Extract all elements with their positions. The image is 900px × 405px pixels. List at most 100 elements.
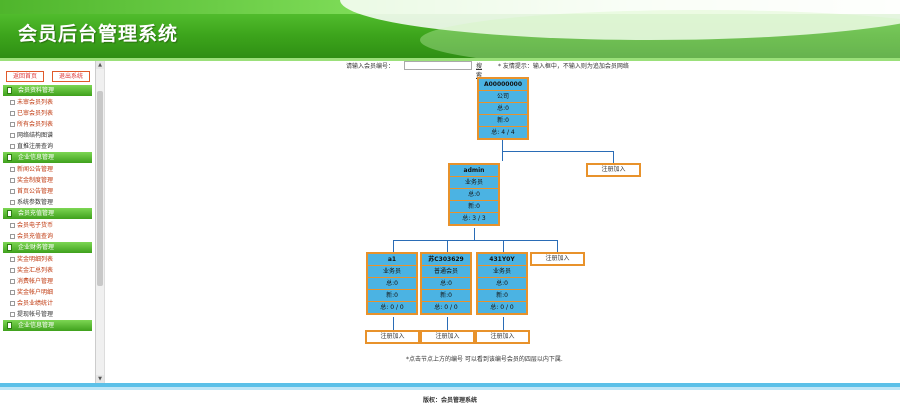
sidebar-group-label: 会员资料管理 xyxy=(18,87,55,94)
footer-bar-light xyxy=(0,387,900,390)
sidebar-top-buttons: 返回首页 退出系统 xyxy=(6,71,96,82)
exit-button[interactable]: 退出系统 xyxy=(52,71,90,82)
sidebar-group[interactable]: 会员充值管理 xyxy=(3,208,92,219)
tree-node-child[interactable]: a1 业务员 总:0 新:0 总: 0 / 0 xyxy=(366,252,418,315)
connector-line xyxy=(393,317,394,330)
bullet-icon xyxy=(10,268,15,273)
folder-icon xyxy=(7,244,12,251)
sidebar-scrollbar[interactable]: ▲ ▼ xyxy=(95,61,104,383)
search-button[interactable]: 搜索 xyxy=(476,63,483,79)
sidebar-item-label: 奖金汇总列表 xyxy=(17,267,54,274)
connector-line xyxy=(502,151,614,152)
search-label: 请输入会员编号： xyxy=(346,63,395,70)
node-sum: 总: 4 / 4 xyxy=(479,127,527,138)
sidebar-item-label: 奖金明细列表 xyxy=(17,256,54,263)
bullet-icon xyxy=(10,257,15,262)
sidebar-item[interactable]: 网络结构图谱 xyxy=(3,130,92,141)
register-join-button[interactable]: 注册加入 xyxy=(475,330,530,344)
sidebar-item[interactable]: 首页公告管理 xyxy=(3,186,92,197)
sidebar-item[interactable]: 会员业绩统计 xyxy=(3,298,92,309)
sidebar-group[interactable]: 企业信息管理 xyxy=(3,320,92,331)
sidebar-item-label: 网络结构图谱 xyxy=(17,132,54,139)
folder-icon xyxy=(7,210,12,217)
sidebar: 返回首页 退出系统 会员资料管理未审会员列表已审会员列表所有会员列表网络结构图谱… xyxy=(0,61,105,383)
scroll-thumb[interactable] xyxy=(97,91,103,286)
sidebar-item-label: 奖金帐户明细 xyxy=(17,289,54,296)
member-id-input[interactable] xyxy=(404,61,472,70)
sidebar-item-label: 首页公告管理 xyxy=(17,188,54,195)
sidebar-group-label: 企业财务管理 xyxy=(18,244,55,251)
tree-node-root[interactable]: A00000000 公司 总:0 新:0 总: 4 / 4 xyxy=(477,77,529,140)
tree-node-admin[interactable]: admin 业务员 总:0 新:0 总: 3 / 3 xyxy=(448,163,500,226)
folder-icon xyxy=(7,87,12,94)
node-code[interactable]: a1 xyxy=(368,254,416,265)
sidebar-group-label: 企业信息管理 xyxy=(18,322,55,329)
connector-line xyxy=(503,240,504,252)
search-tip: * 友情提示：输入框中，不输入则为追加会员网络 xyxy=(498,63,629,70)
sidebar-item[interactable]: 已审会员列表 xyxy=(3,108,92,119)
sidebar-item[interactable]: 所有会员列表 xyxy=(3,119,92,130)
sidebar-item[interactable]: 会员充值查询 xyxy=(3,231,92,242)
sidebar-item[interactable]: 奖金明细列表 xyxy=(3,254,92,265)
node-sum: 总: 0 / 0 xyxy=(422,302,470,313)
register-join-button[interactable]: 注册加入 xyxy=(420,330,475,344)
sidebar-item-label: 新闻公告管理 xyxy=(17,166,54,173)
bullet-icon xyxy=(10,290,15,295)
connector-line xyxy=(474,228,475,240)
node-total: 总:0 xyxy=(478,278,526,289)
node-code[interactable]: admin xyxy=(450,165,498,176)
copyright-text: 版权：会员管理系统 xyxy=(422,397,477,404)
sidebar-item-label: 直推注册查询 xyxy=(17,143,54,150)
connector-line xyxy=(393,240,394,252)
sidebar-item[interactable]: 会员电子货币 xyxy=(3,220,92,231)
scroll-down-icon[interactable]: ▼ xyxy=(96,375,104,383)
connector-line xyxy=(613,151,614,163)
sidebar-item-label: 消费帐户管理 xyxy=(17,278,54,285)
register-join-button[interactable]: 注册加入 xyxy=(530,252,585,266)
node-new: 新:0 xyxy=(450,201,498,212)
tree-node-child[interactable]: 431Y0Y 业务员 总:0 新:0 总: 0 / 0 xyxy=(476,252,528,315)
sidebar-item-label: 会员业绩统计 xyxy=(17,300,54,307)
bullet-icon xyxy=(10,223,15,228)
sidebar-item[interactable]: 提现帐号管理 xyxy=(3,309,92,320)
header-swoosh-secondary xyxy=(420,10,900,58)
connector-line xyxy=(502,138,503,151)
bullet-icon xyxy=(10,133,15,138)
tree-node-child[interactable]: 苏C303629 普通会员 总:0 新:0 总: 0 / 0 xyxy=(420,252,472,315)
connector-line xyxy=(447,240,448,252)
sidebar-item[interactable]: 新闻公告管理 xyxy=(3,164,92,175)
bullet-icon xyxy=(10,178,15,183)
connector-line xyxy=(447,317,448,330)
sidebar-item[interactable]: 奖金帐户明细 xyxy=(3,287,92,298)
node-sum: 总: 0 / 0 xyxy=(368,302,416,313)
register-join-button[interactable]: 注册加入 xyxy=(365,330,420,344)
sidebar-menu: 会员资料管理未审会员列表已审会员列表所有会员列表网络结构图谱直推注册查询企业信息… xyxy=(3,85,92,332)
sidebar-item[interactable]: 消费帐户管理 xyxy=(3,276,92,287)
sidebar-item[interactable]: 直推注册查询 xyxy=(3,141,92,152)
node-rank: 业务员 xyxy=(478,266,526,277)
connector-line xyxy=(393,240,557,241)
node-code[interactable]: A00000000 xyxy=(479,79,527,90)
sidebar-group[interactable]: 企业财务管理 xyxy=(3,242,92,253)
node-code[interactable]: 431Y0Y xyxy=(478,254,526,265)
sidebar-item[interactable]: 奖金汇总列表 xyxy=(3,265,92,276)
scroll-up-icon[interactable]: ▲ xyxy=(96,61,104,69)
node-rank: 公司 xyxy=(479,91,527,102)
register-join-button[interactable]: 注册加入 xyxy=(586,163,641,177)
sidebar-item[interactable]: 奖金制度管理 xyxy=(3,175,92,186)
sidebar-item-label: 会员充值查询 xyxy=(17,233,54,240)
home-button[interactable]: 返回首页 xyxy=(6,71,44,82)
bullet-icon xyxy=(10,144,15,149)
sidebar-item[interactable]: 未审会员列表 xyxy=(3,97,92,108)
sidebar-item-label: 会员电子货币 xyxy=(17,222,54,229)
sidebar-item[interactable]: 系统参数管理 xyxy=(3,197,92,208)
bullet-icon xyxy=(10,312,15,317)
node-code[interactable]: 苏C303629 xyxy=(422,254,470,265)
sidebar-group[interactable]: 企业信息管理 xyxy=(3,152,92,163)
bullet-icon xyxy=(10,100,15,105)
node-total: 总:0 xyxy=(368,278,416,289)
sidebar-group[interactable]: 会员资料管理 xyxy=(3,85,92,96)
sidebar-item-label: 所有会员列表 xyxy=(17,121,54,128)
node-new: 新:0 xyxy=(368,290,416,301)
sidebar-group-label: 会员充值管理 xyxy=(18,210,55,217)
